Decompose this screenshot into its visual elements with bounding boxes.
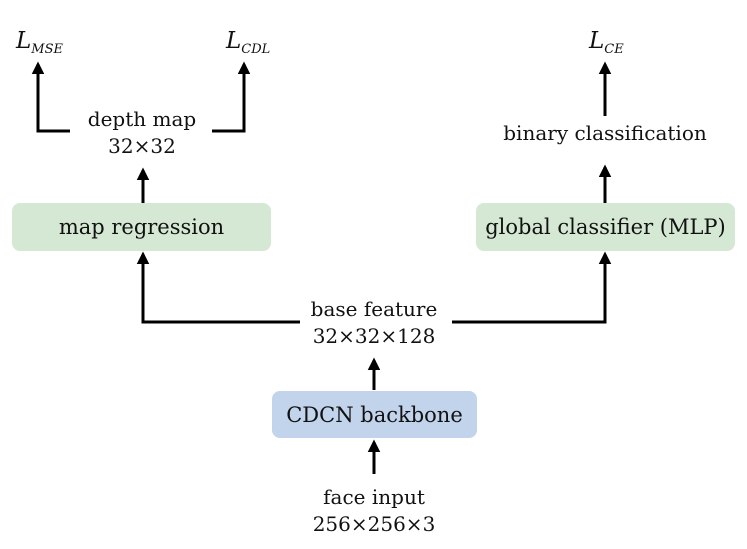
arrow-depth-to-cdl: [212, 61, 251, 133]
cdcn-backbone-box: CDCN backbone: [272, 391, 477, 438]
arrow-base-to-classifier: [452, 251, 612, 324]
map-regression-box: map regression: [12, 203, 271, 251]
binary-classification-label: binary classification: [503, 121, 707, 145]
base-feature-label: base feature 32×32×128: [310, 297, 438, 348]
arrow-depth-to-mse: [31, 61, 70, 133]
arrow-base-to-regression: [136, 251, 300, 324]
loss-cdl-label: LCDL: [226, 28, 271, 57]
depth-map-label: depth map 32×32: [87, 107, 197, 158]
global-classifier-box: global classifier (MLP): [476, 203, 735, 251]
face-input-label: face input 256×256×3: [312, 485, 436, 536]
loss-mse-label: LMSE: [16, 28, 63, 57]
loss-ce-label: LCE: [589, 28, 624, 57]
